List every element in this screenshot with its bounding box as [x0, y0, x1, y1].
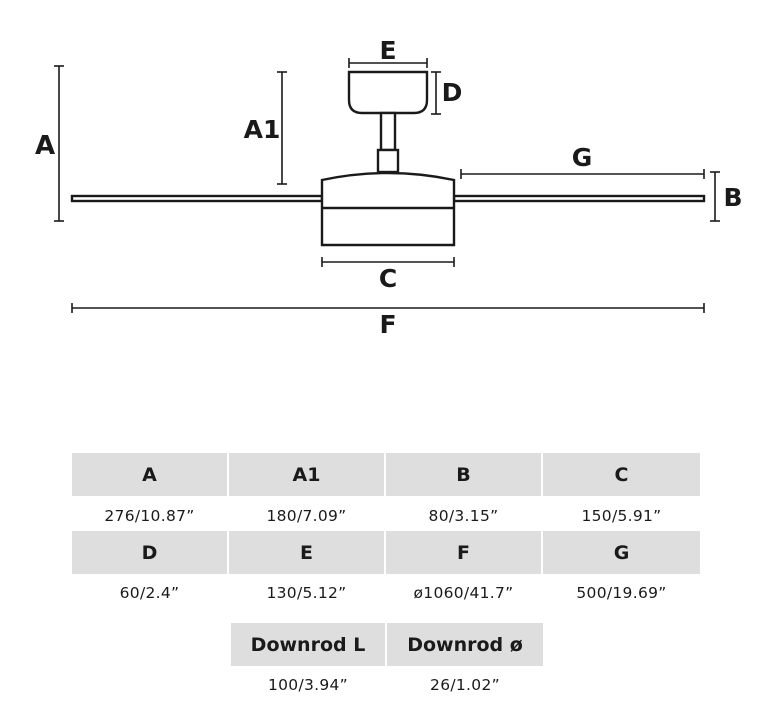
table-value-d: 60/2.4”: [119, 584, 180, 602]
table-value-f: ø1060/41.7”: [413, 584, 514, 602]
label-a: A: [35, 131, 55, 161]
dimension-line-a1: [277, 71, 287, 185]
table-value-downrod-length: 100/3.94”: [267, 676, 349, 694]
left-blade: [70, 194, 324, 203]
table-header-a: A: [72, 453, 227, 496]
table-header-g: G: [543, 531, 700, 574]
table-header-c: C: [543, 453, 700, 496]
dimension-line-e: [348, 58, 428, 68]
table-header-e: E: [229, 531, 384, 574]
table-header-f: F: [386, 531, 541, 574]
dimension-line-f: [71, 303, 705, 313]
right-blade: [452, 194, 706, 203]
ceiling-canopy: [347, 70, 429, 115]
table-value-g: 500/19.69”: [576, 584, 667, 602]
dimension-line-d: [431, 71, 441, 115]
table-value-b: 80/3.15”: [428, 507, 499, 525]
table-header-downrod-diameter: Downrod ø: [387, 623, 543, 666]
table-value-c: 150/5.91”: [581, 507, 662, 525]
table-header-b: B: [386, 453, 541, 496]
table-value-e: 130/5.12”: [266, 584, 347, 602]
table-value-downrod-diameter: 26/1.02”: [430, 676, 500, 694]
table-header-a1: A1: [229, 453, 384, 496]
dimension-line-b: [710, 171, 720, 222]
table-value-a: 276/10.87”: [104, 507, 195, 525]
label-f: F: [379, 310, 396, 339]
label-a1: A1: [244, 115, 281, 144]
downrod-coupler: [376, 148, 400, 174]
label-c: C: [379, 264, 397, 293]
label-b: B: [723, 183, 742, 212]
fan-dimension-diagram: A A1 E D G B C F: [35, 36, 743, 339]
table-value-a1: 180/7.09”: [266, 507, 347, 525]
label-e: E: [379, 36, 396, 65]
dimension-line-c: [321, 257, 455, 267]
table-header-d: D: [72, 531, 227, 574]
downrod: [379, 111, 397, 152]
dimension-line-g: [460, 169, 705, 179]
label-g: G: [572, 143, 593, 172]
table-header-downrod-length: Downrod L: [231, 623, 385, 666]
dimension-line-a: [54, 65, 64, 222]
label-d: D: [442, 78, 463, 107]
